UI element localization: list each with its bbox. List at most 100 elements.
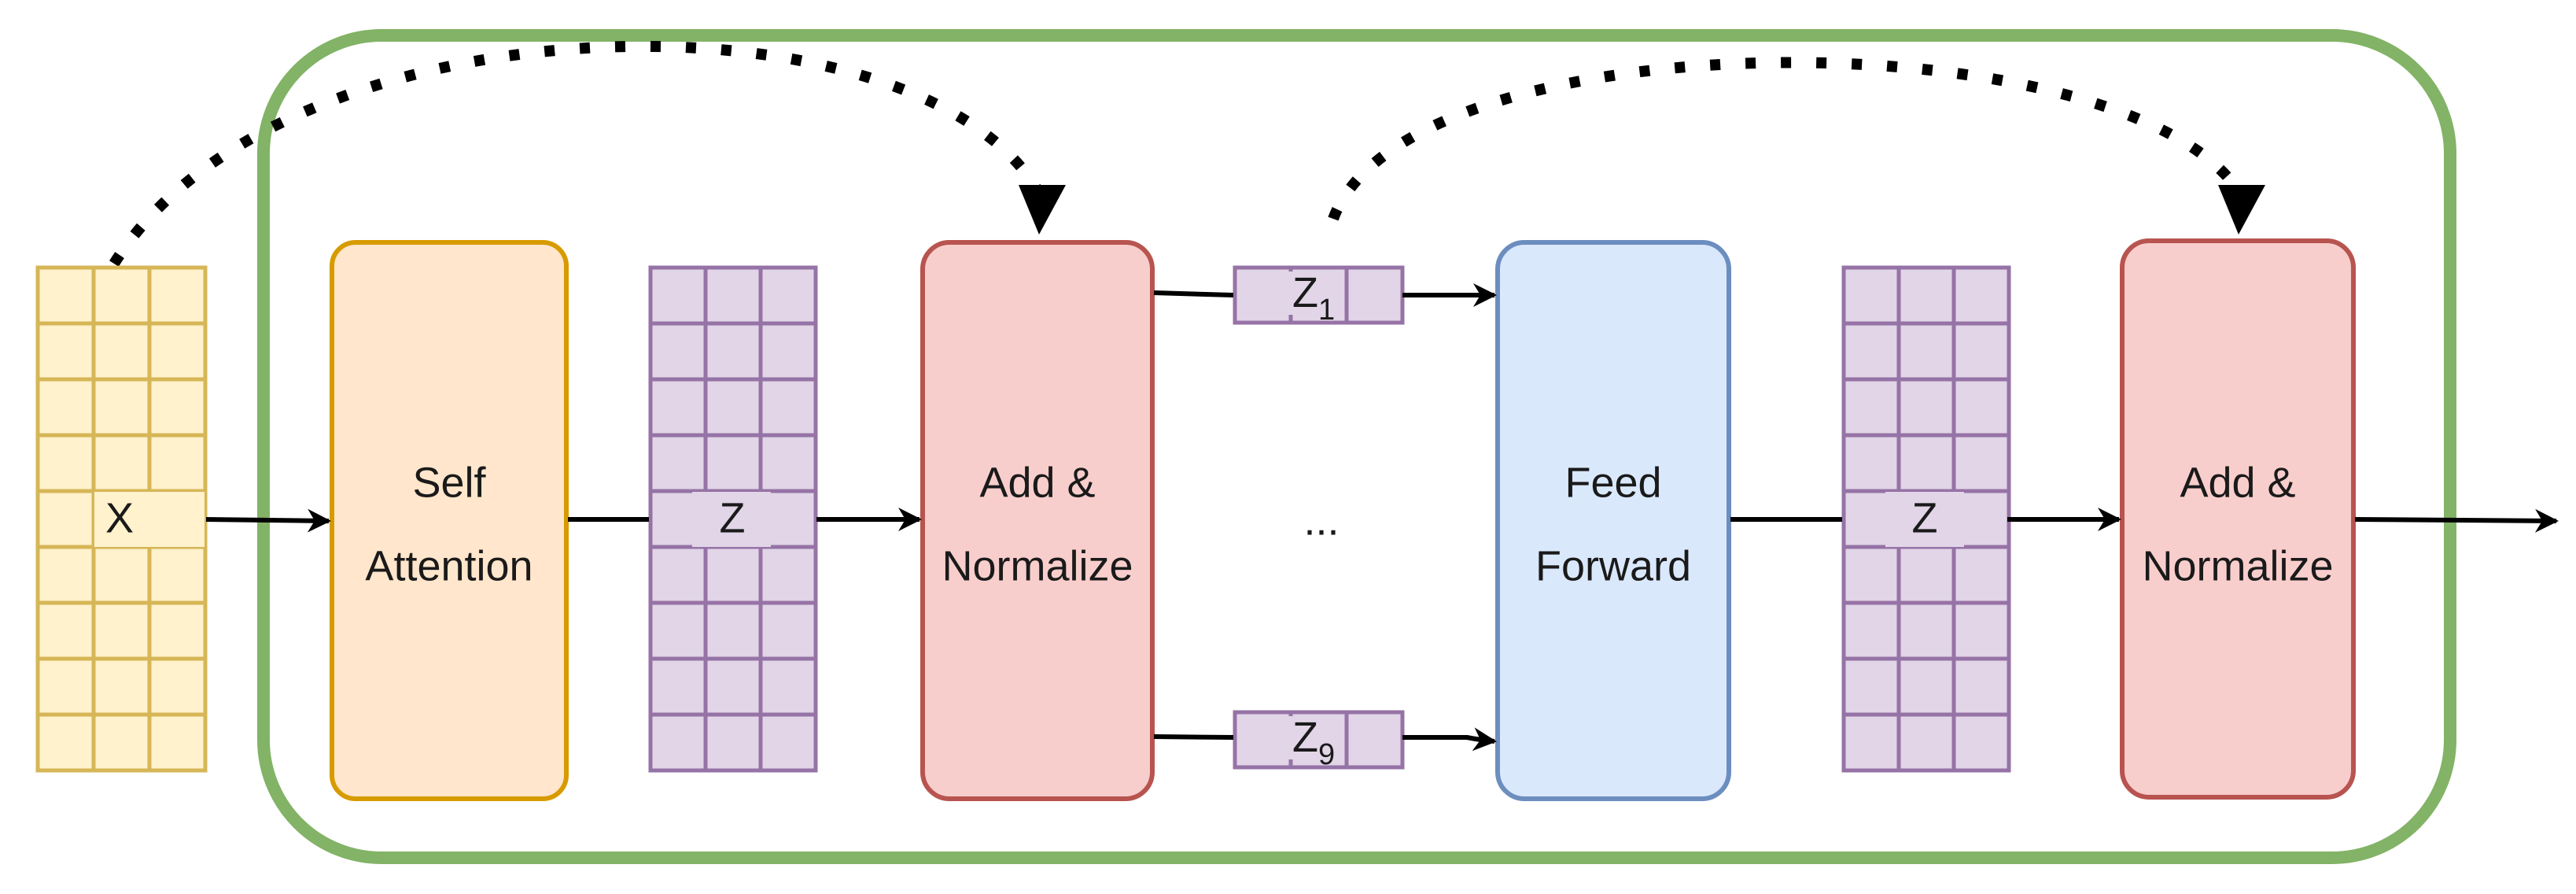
matrix-cell [758, 433, 818, 493]
residual-connection-1 [109, 40, 1041, 267]
matrix-cell [1841, 433, 1901, 493]
matrix-cell [91, 656, 152, 717]
matrix-cell [1896, 377, 1956, 438]
matrix-cell [1951, 321, 2011, 382]
add-normalize-2-label-line2: Normalize [2142, 542, 2333, 589]
matrix-cell [1896, 600, 1956, 661]
matrix-cell [1841, 712, 1901, 773]
matrix-cell [648, 545, 708, 605]
matrix-cell [648, 321, 708, 382]
matrix-cell [758, 265, 818, 326]
matrix-cell [35, 712, 96, 773]
encoder-block-border [257, 29, 2456, 864]
matrix-cell [1841, 656, 1901, 717]
matrix-cell [147, 433, 208, 493]
matrix-cell [1896, 712, 1956, 773]
matrix-cell [35, 545, 96, 605]
matrix-cell [1896, 545, 1956, 605]
matrix-cell [35, 321, 96, 382]
matrix-cell [91, 321, 152, 382]
matrix-cell [91, 545, 152, 605]
z1-label: Z1 [1292, 269, 1335, 327]
matrix-cell [147, 321, 208, 382]
matrix-cell [648, 433, 708, 493]
matrix-cell [91, 377, 152, 438]
matrix-cell [1951, 656, 2011, 717]
self-attention-block [330, 240, 569, 801]
matrix-cell [91, 433, 152, 493]
matrix-cell [648, 377, 708, 438]
matrix-cell [1841, 377, 1901, 438]
matrix-cell [758, 600, 818, 661]
ellipsis: ... [1303, 497, 1339, 544]
matrix-cell [703, 712, 763, 773]
line-add-normalize-to-z1 [1153, 290, 1234, 297]
matrix-cell [648, 712, 708, 773]
matrix-cell [147, 656, 208, 717]
ffn-output-label: Z [1912, 494, 1938, 541]
matrix-cell [147, 545, 208, 605]
matrix-cell [35, 656, 96, 717]
matrix-cell [703, 600, 763, 661]
matrix-cell [35, 489, 96, 549]
matrix-cell [758, 545, 818, 605]
matrix-cell [35, 433, 96, 493]
matrix-cell [1344, 710, 1405, 770]
matrix-cell [703, 321, 763, 382]
matrix-cell [91, 265, 152, 326]
arrow-input-to-attention [205, 508, 331, 533]
self-attention-label-line1: Self [412, 459, 486, 506]
matrix-cell [1951, 433, 2011, 493]
arrow-output [2354, 508, 2559, 533]
matrix-cell [648, 656, 708, 717]
input-matrix-label: X [105, 494, 134, 541]
matrix-cell [147, 600, 208, 661]
matrix-cell [703, 377, 763, 438]
matrix-cell [1951, 265, 2011, 326]
add-normalize-1-label-line2: Normalize [942, 542, 1133, 589]
matrix-cell [1896, 265, 1956, 326]
matrix-cell [703, 656, 763, 717]
matrix-cell [758, 321, 818, 382]
matrix-cell [648, 265, 708, 326]
matrix-cell [703, 265, 763, 326]
matrix-cell [648, 600, 708, 661]
matrix-cell [1896, 656, 1956, 717]
residual-arrowhead-2 [2218, 185, 2265, 235]
matrix-cell [1841, 600, 1901, 661]
self-attention-label-line2: Attention [365, 542, 533, 589]
arrow-z9-to-feed-forward [1402, 727, 1497, 752]
matrix-cell [758, 712, 818, 773]
residual-arrowhead-1 [1019, 185, 1066, 235]
feed-forward-label-line2: Forward [1535, 542, 1691, 589]
residual-connection-2 [1328, 57, 2242, 221]
matrix-cell [147, 377, 208, 438]
matrix-cell [91, 600, 152, 661]
matrix-cell [1951, 377, 2011, 438]
matrix-cell [1951, 545, 2011, 605]
matrix-cell [35, 377, 96, 438]
matrix-cell [1896, 321, 1956, 382]
matrix-cell [35, 265, 96, 326]
matrix-cell [703, 545, 763, 605]
add-normalize-block-2 [2120, 238, 2356, 800]
feed-forward-block [1495, 240, 1731, 801]
matrix-cell [758, 656, 818, 717]
matrix-cell [1841, 545, 1901, 605]
attention-output-label: Z [720, 494, 746, 541]
z9-label: Z9 [1292, 714, 1335, 771]
matrix-cell [147, 265, 208, 326]
matrix-cell [1951, 600, 2011, 661]
matrix-cell [703, 433, 763, 493]
matrix-cell [1841, 265, 1901, 326]
add-normalize-2-label-line1: Add & [2180, 459, 2295, 506]
matrix-cell [1841, 321, 1901, 382]
matrix-cell [147, 712, 208, 773]
matrix-cell [1896, 433, 1956, 493]
matrix-cell [91, 712, 152, 773]
matrix-cell [1344, 265, 1405, 325]
matrix-cell [1951, 712, 2011, 773]
add-normalize-1-label-line1: Add & [979, 459, 1095, 506]
matrix-cell [35, 600, 96, 661]
